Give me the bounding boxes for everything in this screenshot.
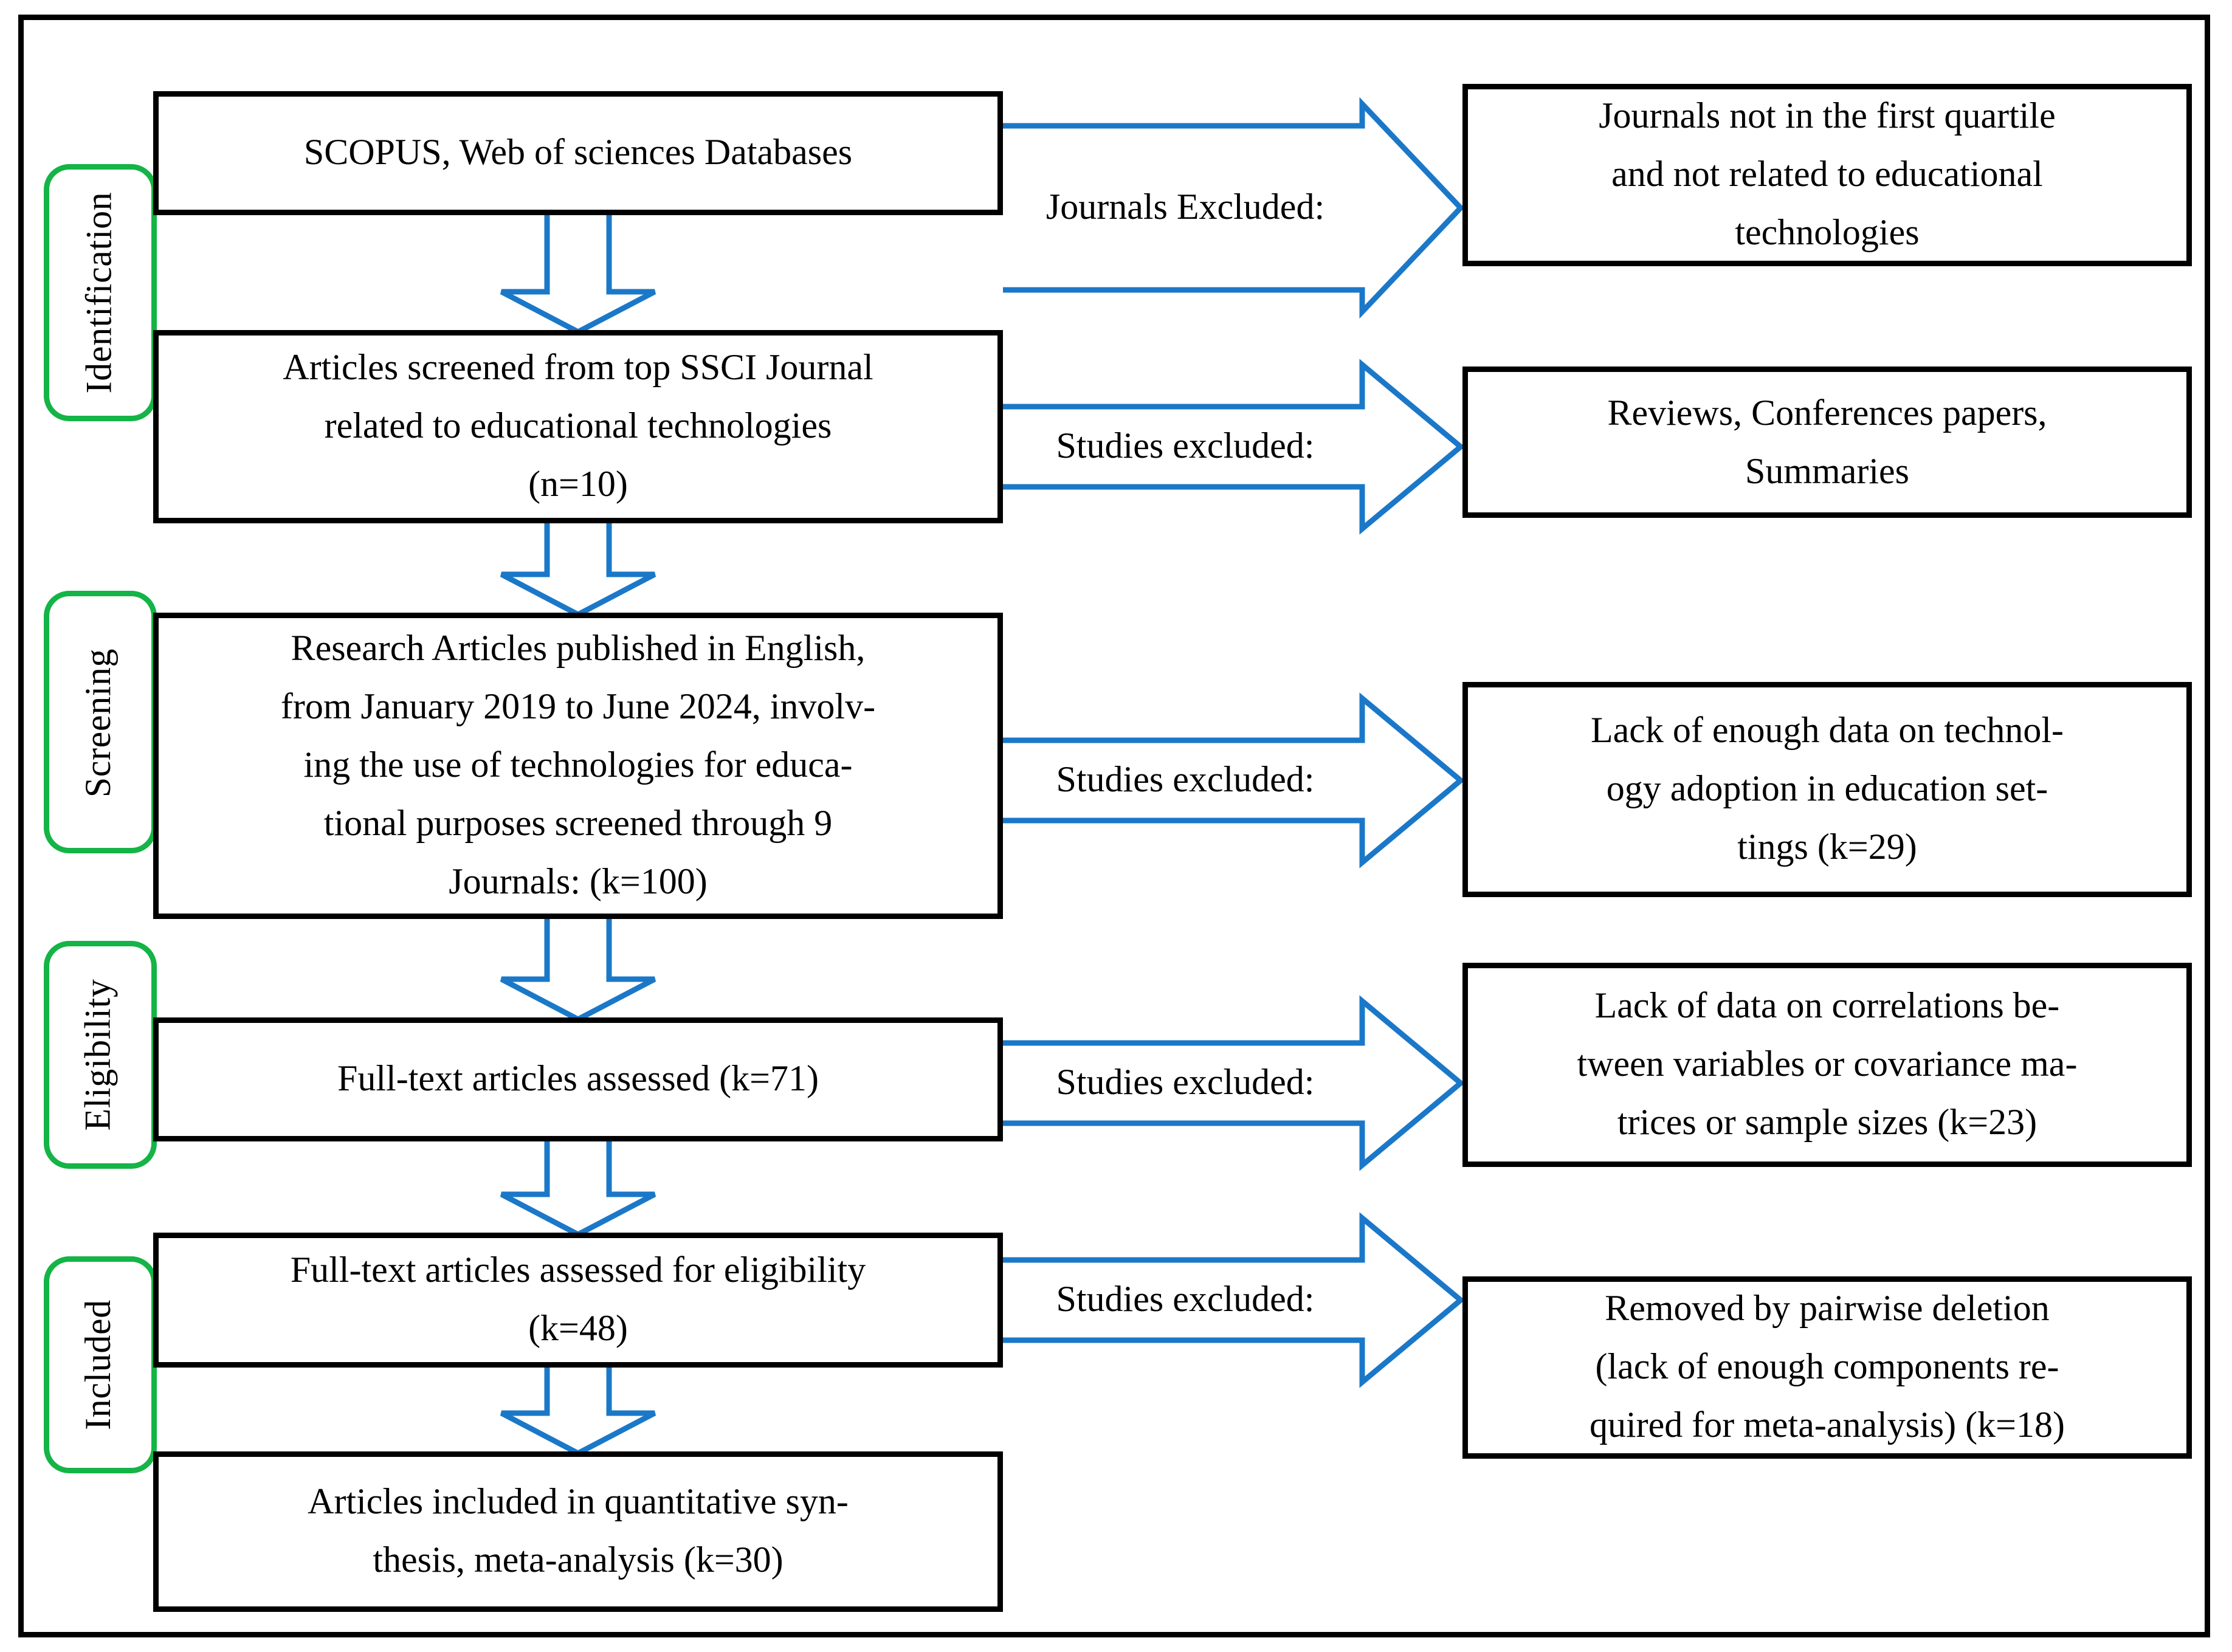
stage-identification-label: Identification	[79, 191, 120, 394]
box-fulltext-eligibility: Full-text articles assessed for eligibil…	[153, 1233, 1003, 1368]
arrow-label-studies-excluded-3: Studies excluded:	[1056, 1063, 1315, 1103]
down-arrow-2	[500, 523, 656, 618]
right-arrow-3	[1003, 692, 1466, 869]
right-arrow-4	[1003, 995, 1466, 1171]
down-arrow-5	[500, 1368, 656, 1457]
box-databases: SCOPUS, Web of sciences Databases	[153, 91, 1003, 215]
box-excluded-lack-data-adoption: Lack of enough data on technol- ogy adop…	[1462, 682, 2192, 897]
stage-screening-label: Screening	[79, 647, 120, 797]
right-arrow-1	[1003, 97, 1465, 319]
box-research-articles: Research Articles published in English, …	[153, 613, 1003, 919]
stage-included-label: Included	[79, 1299, 120, 1430]
down-arrow-3	[500, 919, 656, 1023]
box-articles-screened: Articles screened from top SSCI Journal …	[153, 330, 1003, 523]
stage-eligibility-label: Eligibility	[79, 979, 120, 1131]
stage-eligibility: Eligibility	[44, 941, 157, 1169]
right-arrow-2	[1003, 359, 1466, 535]
arrow-label-studies-excluded-2: Studies excluded:	[1056, 760, 1315, 800]
outer-frame	[18, 15, 2210, 1637]
arrow-label-studies-excluded-1: Studies excluded:	[1056, 427, 1315, 467]
down-arrow-4	[500, 1141, 656, 1238]
box-excluded-reviews: Reviews, Conferences papers, Summaries	[1462, 367, 2192, 518]
box-excluded-journals-quartile: Journals not in the first quartile and n…	[1462, 84, 2192, 266]
box-excluded-lack-correlations: Lack of data on correlations be- tween v…	[1462, 963, 2192, 1167]
right-arrow-5	[1003, 1212, 1466, 1388]
stage-screening: Screening	[44, 591, 157, 853]
box-excluded-pairwise-deletion: Removed by pairwise deletion (lack of en…	[1462, 1276, 2192, 1459]
stage-included: Included	[44, 1256, 157, 1473]
stage-identification: Identification	[44, 164, 157, 421]
down-arrow-1	[500, 215, 656, 336]
box-included-synthesis: Articles included in quantitative syn- t…	[153, 1451, 1003, 1612]
arrow-label-studies-excluded-4: Studies excluded:	[1056, 1280, 1315, 1320]
box-fulltext-assessed: Full-text articles assessed (k=71)	[153, 1017, 1003, 1141]
arrow-label-journals-excluded: Journals Excluded:	[1045, 188, 1325, 228]
